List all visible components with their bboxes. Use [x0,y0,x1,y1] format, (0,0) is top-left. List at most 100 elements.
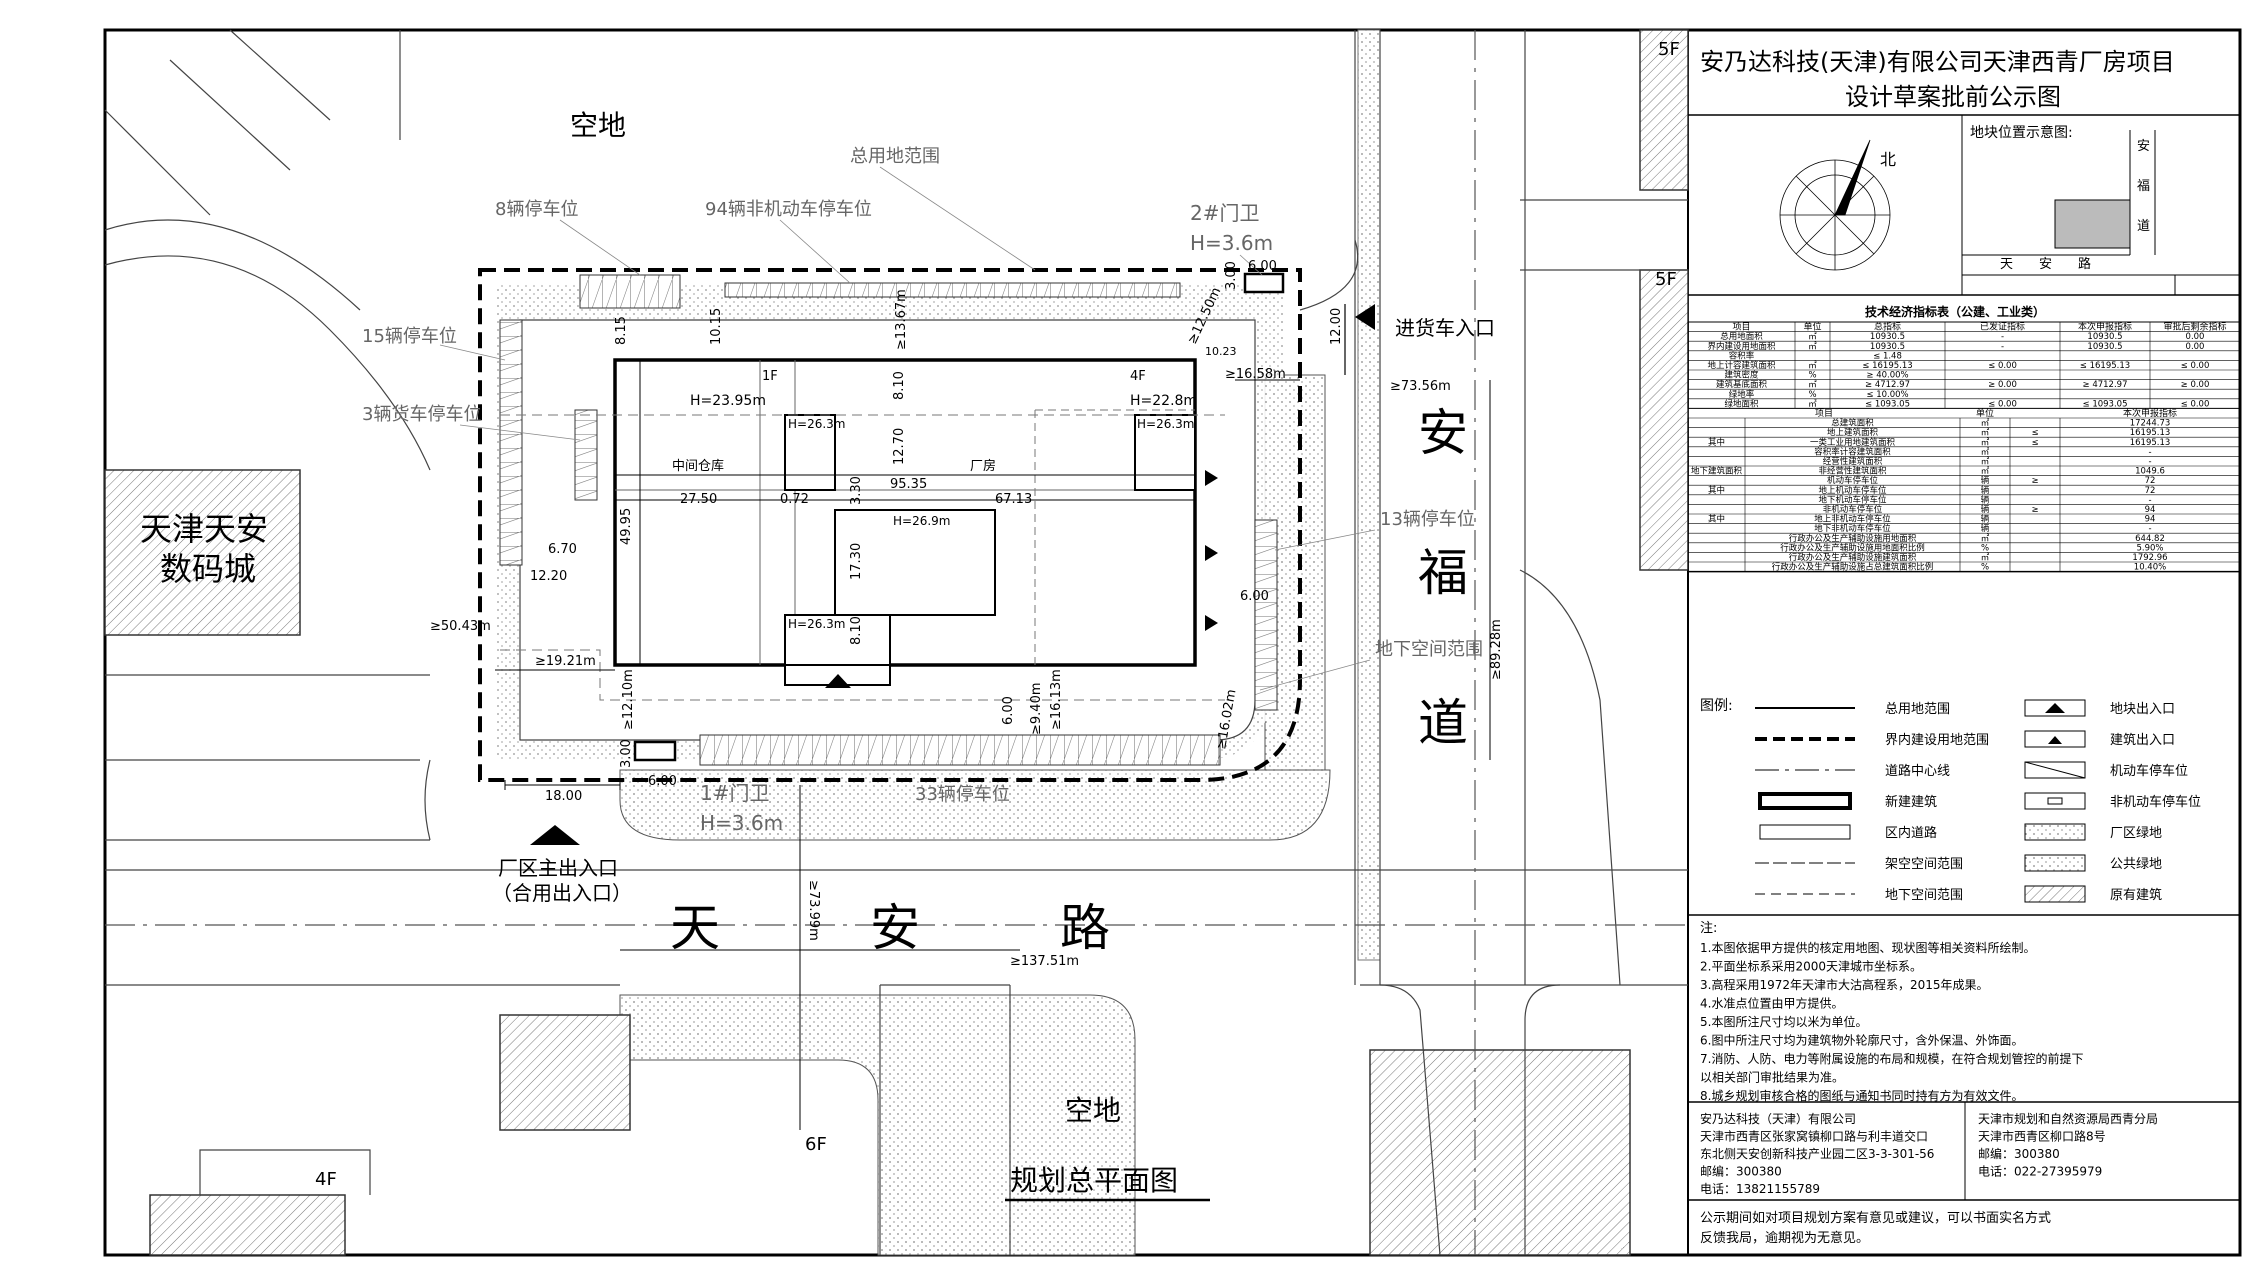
building-h4: H=26.3m [1137,417,1195,431]
indicator-cell-2: 17244.73 [2130,419,2171,429]
dim-9-40: ≥9.40m [1029,682,1044,735]
green-strip-south [619,769,1331,841]
location-road-h: 天 安 路 [2000,256,2091,272]
indicator-cell: ≥ 4712.97 [1865,380,1910,390]
indicator-cell: ≥ 40.00% [1866,371,1908,381]
legend-item: 公共绿地 [2110,857,2162,872]
indicator-header: 本次申报指标 [2078,321,2132,333]
building-h6: H=26.3m [788,617,846,631]
indicator-cell: 10930.5 [2087,332,2122,342]
compass-icon [1779,139,1891,271]
indicator-cell: ㎡ [1808,361,1817,371]
indicator-cell: ≥ 4712.97 [2083,380,2128,390]
dim-50-43: ≥50.43m [430,619,491,634]
legend-swatch [1759,824,1851,840]
main-entry-label-1: 厂区主出入口 [498,856,618,880]
callout-guard2: 2#门卫 [1190,201,1259,225]
indicator-cell-2: 其中 [1708,485,1725,496]
legend-item: 机动车停车位 [2110,763,2188,779]
indicator-cell: % [1808,371,1816,381]
indicator-cell-2: 辆 [1981,494,1990,505]
existing-building-e [1639,269,1689,571]
indicator-cell-2: 行政办公及生产辅助设施用地面积 [1789,533,1917,544]
callout-bike94: 94辆非机动车停车位 [705,199,872,220]
notes: 注: 1.本图依据甲方提供的核定用地图、现状图等相关资料所绘制。2.平面坐标系采… [1700,921,2083,1103]
title-block: 安乃达科技(天津)有限公司天津西青厂房项目 设计草案批前公示图 地块位置示意图:… [1687,48,2241,1246]
callout-park15: 15辆停车位 [362,326,457,347]
dim-10-23: 10.23 [1205,345,1237,358]
indicator-cell: ≤ 0.00 [1988,399,2017,409]
indicator-cell: ≤ 0.00 [1988,361,2017,371]
indicator-cell: ㎡ [1808,380,1817,390]
contact-left: 邮编：300380 [1700,1164,1782,1179]
dim-73-99: ≥73.99m [806,880,821,941]
dim-6-00-b: 6.00 [1001,696,1016,725]
guard-house-1 [633,740,677,762]
indicator-cell: - [2001,342,2004,352]
indicator-cell-2: 94 [2145,515,2156,525]
indicator-cell-2: ≥ [2031,476,2038,486]
indicator-cell-2: 行政办公及生产辅助设施占总建筑面积比例 [1772,562,1934,573]
dim-12-00: 12.00 [1329,308,1344,345]
contact-right: 天津市西青区柳口路8号 [1978,1129,2106,1144]
existing-building-sw [149,1194,346,1256]
dim-73-56: ≥73.56m [1390,379,1451,394]
building-h2: H=22.8m [1130,393,1197,409]
road-anfu-3: 道 [1418,694,1468,752]
indicator-cell-2: 行政办公及生产辅助设施建筑面积 [1789,552,1917,563]
plan-labels: 空地 空地 天津天安 数码城 5F 5F 6F 4F 天 安 路 安 福 道 规… [140,39,1680,1202]
indicator-table: 技术经济指标表（公建、工业类） 项目单位总指标已发证指标本次申报指标审批后剩余指… [1687,304,2241,573]
road-tianan-1: 天 [670,899,720,957]
indicator-cell-2: 一类工业用地建筑面积 [1810,437,1896,448]
cargo-entry-label: 进货车入口 [1395,316,1495,340]
indicator-cell-2: ㎡ [1981,553,1990,563]
dim-8-10-b: 8.10 [849,616,864,645]
green-strip-right-edge [1357,29,1381,961]
indicator-cell-2: - [2148,457,2151,467]
dim-13-67: ≥13.67m [894,289,909,350]
indicator-cell-2: 地上机动车停车位 [1818,485,1887,496]
road-tianan-2: 安 [870,899,920,957]
indicator-cell: 绿地率 [1729,389,1755,400]
indicator-cell: ≤ 16195.13 [2080,361,2130,371]
dim-27-50: 27.50 [680,492,717,507]
road-anfu-2: 福 [1418,544,1468,602]
indicator-cell: ≤ 1093.05 [2083,399,2128,409]
indicator-cell: ≤ 1.48 [1873,351,1902,361]
notes-title: 注: [1700,921,1717,936]
existing-building-s1 [499,1014,631,1131]
legend-item: 总用地范围 [1885,702,1950,717]
indicator-cell: 10930.5 [2087,342,2122,352]
dim-49-95: 49.95 [619,508,634,545]
indicator-cell-2: 非经营性建筑面积 [1818,466,1887,477]
guard-house-2 [1243,272,1285,294]
indicator-cell-2: 辆 [1981,475,1990,486]
indicator-cell-2: 容积率计容建筑面积 [1814,446,1891,457]
truck-parking-3 [574,409,598,501]
existing-building-nw [104,469,301,636]
indicator-cell-2: ≥ [2031,505,2038,515]
note-line: 7.消防、人防、电力等附属设施的布局和规模，在符合规划管控的前提下 [1700,1051,2083,1066]
parking-15-west [499,319,523,566]
indicator-cell-2: 辆 [1981,504,1990,515]
note-line: 6.图中所注尺寸均为建筑物外轮廓尺寸，含外保温、外饰面。 [1700,1033,2023,1048]
indicator-cell: ≤ 16195.13 [1862,361,1912,371]
dim-137-51: ≥137.51m [1010,954,1079,969]
contact-right: 天津市规划和自然资源局西青分局 [1978,1111,2158,1126]
indicator-cell-2: 机动车停车位 [1827,475,1879,486]
indicator-cell-2: ㎡ [1981,419,1990,429]
indicator-cell-2: ㎡ [1981,438,1990,448]
indicator-cell: - [2001,332,2004,342]
floor-5f-b: 5F [1655,269,1677,290]
building-4f-label: 4F [1130,369,1146,384]
contact-left: 安乃达科技（天津）有限公司 [1700,1111,1856,1126]
indicator-cell: % [1808,390,1816,400]
underground-range-2 [500,649,1225,701]
legend-item: 道路中心线 [1885,763,1950,779]
note-line: 4.水准点位置由甲方提供。 [1700,996,1843,1011]
drawing-title: 规划总平面图 [1010,1164,1178,1197]
indicator-cell-2: 总建筑面积 [1831,418,1874,429]
indicator-cell-2: 其中 [1708,514,1725,525]
callout-park8: 8辆停车位 [495,199,578,220]
